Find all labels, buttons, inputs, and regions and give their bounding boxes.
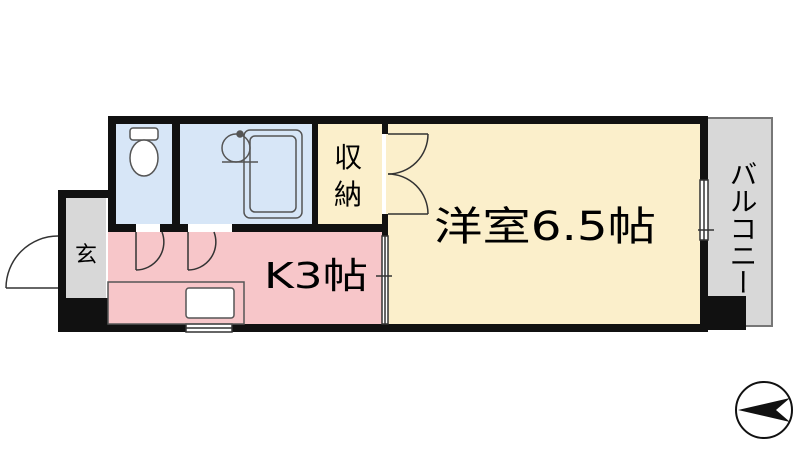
toilet-icon [129,127,159,177]
storage-doors [387,133,429,215]
balcony-window [698,179,714,241]
balcony-area [708,118,772,326]
kitchen-label: K3帖 [264,256,368,297]
storage-label-line1: 収 [334,141,362,174]
balcony-outline [708,117,773,327]
bathtub-icon [243,129,303,219]
western-room-area [386,124,704,330]
kitchen-sink-icon [107,281,245,325]
storage-label-line2: 納 [334,178,362,211]
entrance-label: 玄 [75,243,97,268]
toilet-door [135,231,165,271]
kitchen-window [185,323,233,333]
washbasin-icon [221,130,258,163]
room-sliding-door [376,235,392,325]
balcony-label: バルコニー [726,160,759,296]
kitchen-area [108,232,382,324]
walls [58,116,746,332]
bathroom-door [187,231,217,271]
western-room-label: 洋室6.5帖 [434,204,656,250]
entrance-door [5,235,59,289]
bathroom-area [180,124,312,224]
storage-area [318,124,382,230]
entrance-area [66,198,106,298]
compass-north-arrow-icon [735,381,793,439]
